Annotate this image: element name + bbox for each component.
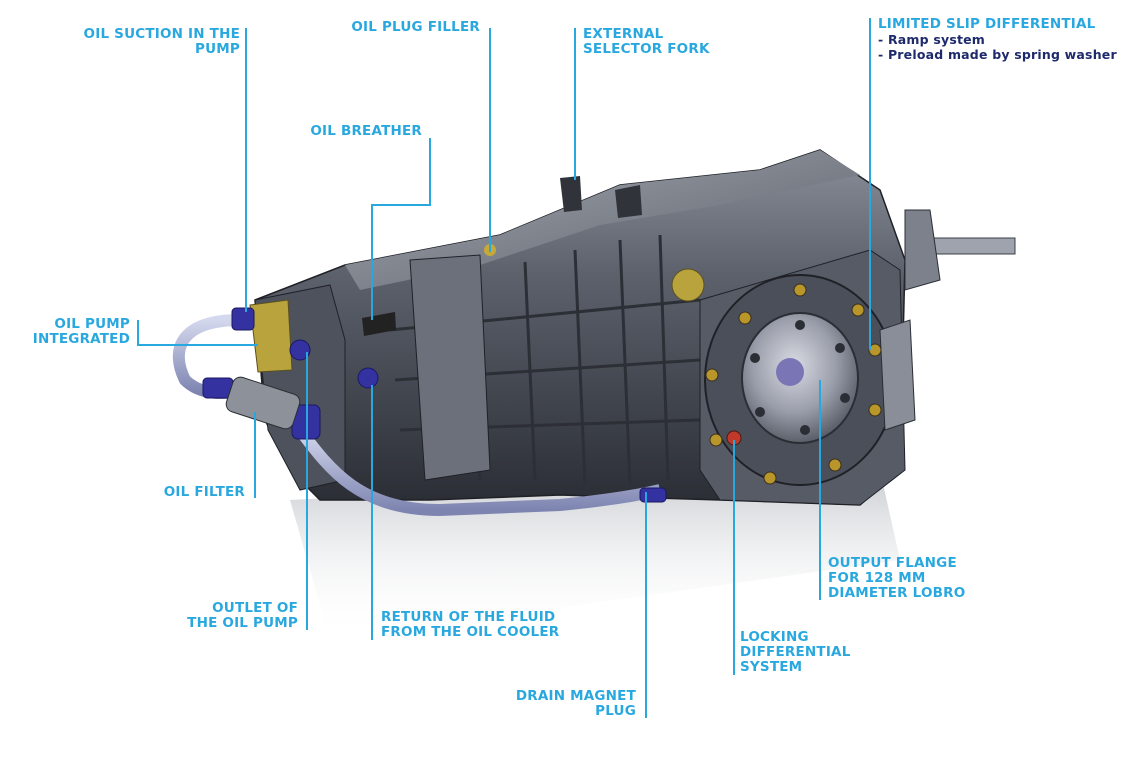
- label-outlet-oil-pump: OUTLET OF THE OIL PUMP: [187, 600, 298, 631]
- leader-lines: [137, 18, 871, 718]
- selector-fork-part: [560, 176, 582, 212]
- flange-center: [776, 358, 804, 386]
- oil-filter-part: [225, 376, 301, 430]
- label-oil-pump-integrated: OIL PUMP INTEGRATED: [32, 316, 130, 347]
- label-oil-breather: OIL BREATHER: [310, 123, 422, 139]
- label-oil-suction: OIL SUCTION IN THE PUMP: [83, 26, 240, 57]
- label-locking-differential: LOCKING DIFFERENTIAL SYSTEM: [740, 629, 851, 675]
- label-external-selector-fork: EXTERNAL SELECTOR FORK: [583, 26, 710, 57]
- mount-bracket: [879, 319, 916, 431]
- bellhousing-flange: [904, 209, 941, 291]
- label-drain-magnet-plug: DRAIN MAGNET PLUG: [515, 688, 636, 719]
- oil-pump-cover: [249, 299, 293, 373]
- flange-holes: [750, 320, 850, 435]
- label-oil-filter: OIL FILTER: [163, 484, 245, 500]
- side-plate: [409, 254, 491, 481]
- oil-breather-part: [362, 312, 396, 336]
- lsd-sub-preload: - Preload made by spring washer: [878, 47, 1117, 62]
- oil-filler-cap: [671, 268, 705, 302]
- label-return-fluid: RETURN OF THE FLUID FROM THE OIL COOLER: [381, 609, 560, 640]
- label-limited-slip-differential: LIMITED SLIP DIFFERENTIAL - Ramp system …: [878, 16, 1117, 63]
- ring-bolts: [705, 283, 882, 485]
- return-pipe: [295, 426, 662, 517]
- label-output-flange: OUTPUT FLANGE FOR 128 MM DIAMETER LOBRO: [828, 555, 966, 601]
- breather-fitting: [615, 185, 642, 218]
- label-oil-plug-filler: OIL PLUG FILLER: [351, 19, 480, 35]
- lsd-sub-ramp: - Ramp system: [878, 32, 986, 47]
